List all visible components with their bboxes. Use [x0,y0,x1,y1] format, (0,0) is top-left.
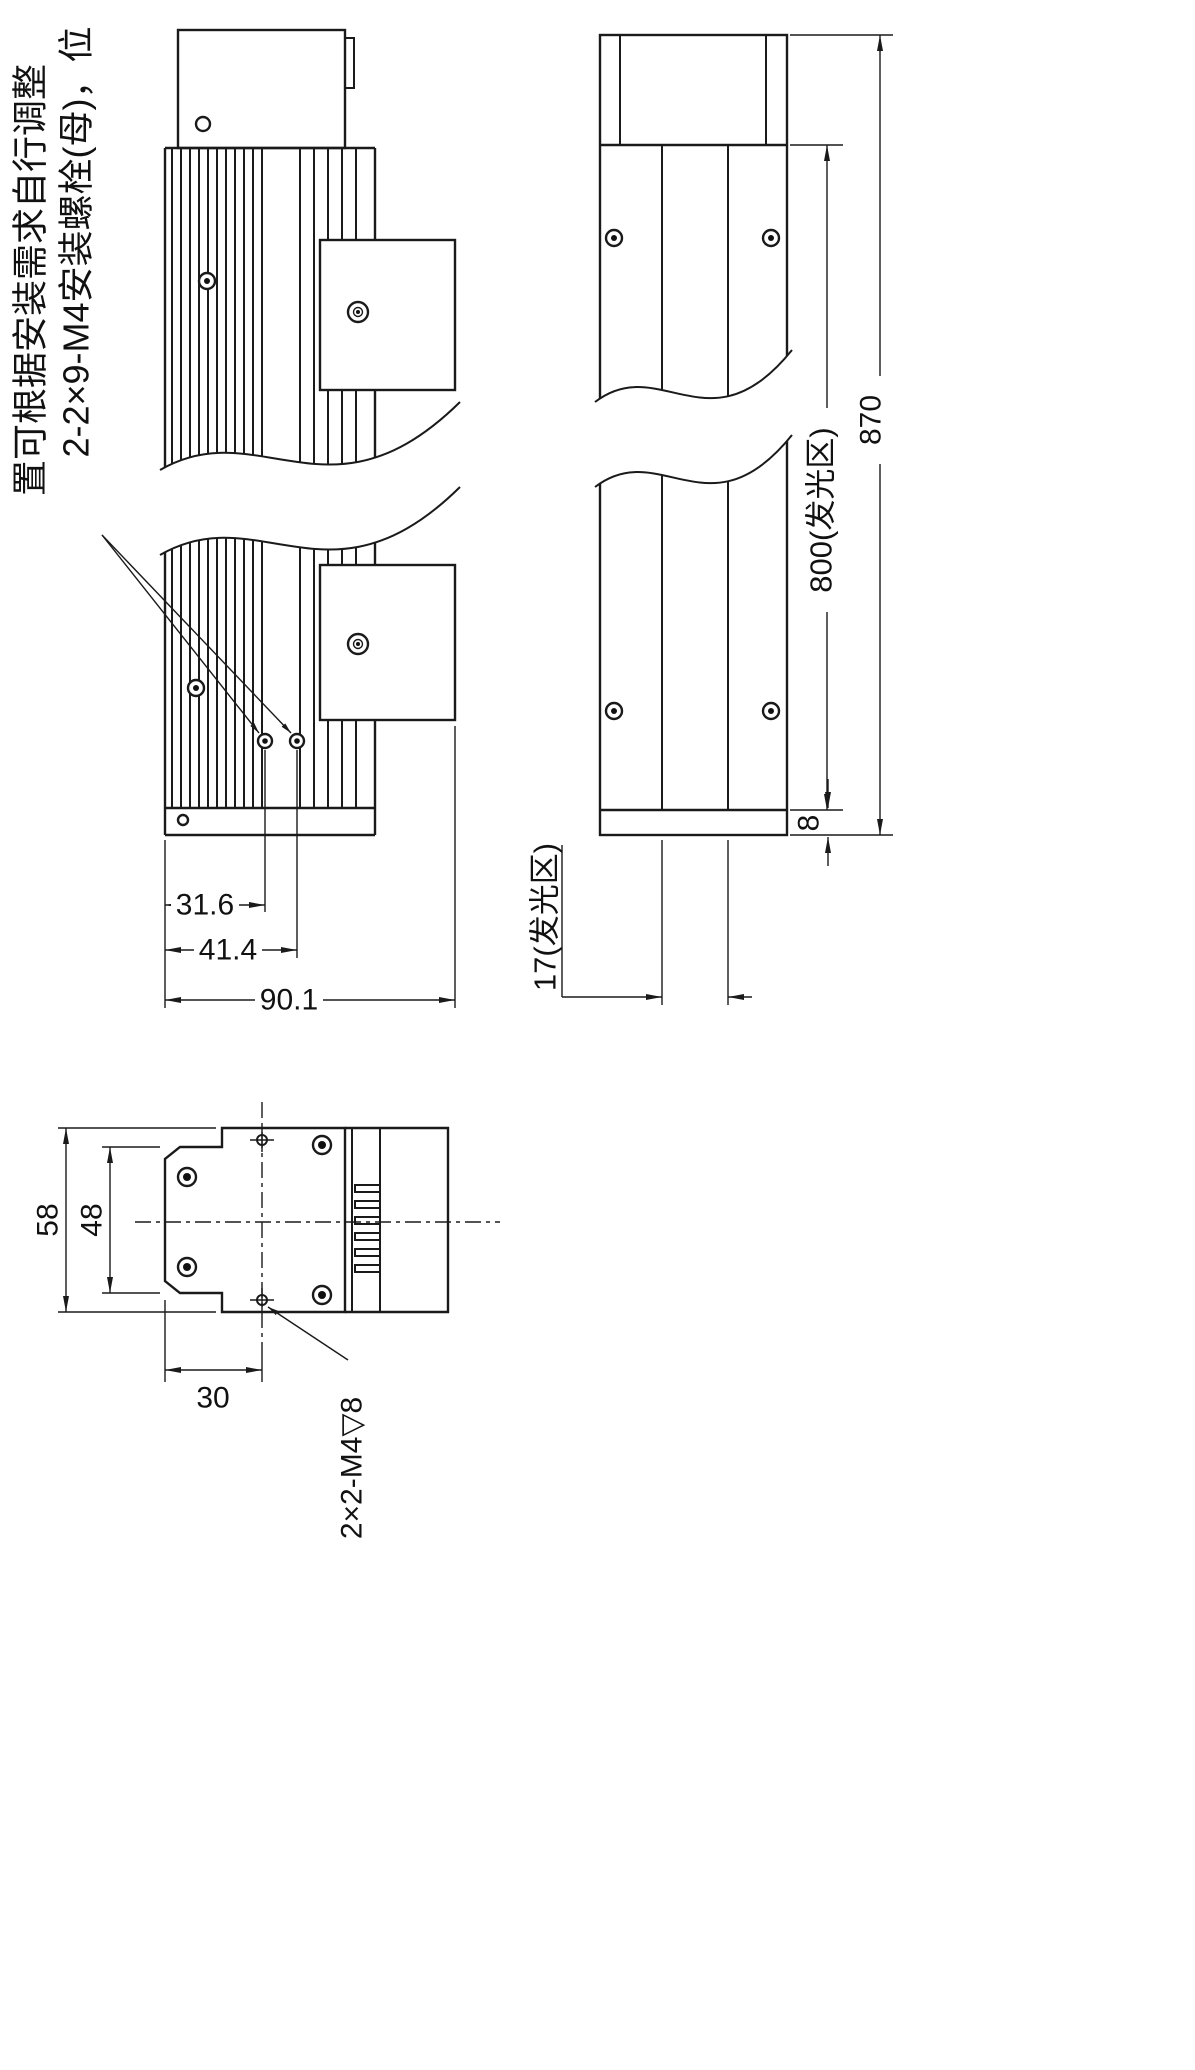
extension-lines [58,1127,216,1313]
side-view-dimensions: 31.6 41.4 90.1 [164,726,456,1017]
mounting-bolt-note-line1: 2-2×9-M4安装螺栓(母)，位 [56,26,97,457]
front-screw [761,228,781,248]
leader-line [101,534,260,734]
dim-text-800: 800(发光区) [804,427,839,592]
break-symbol-front [594,349,793,488]
extension-lines-emitting-width [661,840,729,1005]
cap-hole [194,115,212,133]
dim-text-90-1: 90.1 [260,984,318,1017]
leader-line [101,534,292,734]
leader-line-m4 [267,1306,349,1361]
end-screw [311,1284,333,1306]
front-screw [604,701,624,721]
dim-text-31-6: 31.6 [176,889,234,922]
m4-bolt [256,732,274,750]
side-view-connector-tab [344,37,355,89]
dim-text-48: 48 [76,1203,109,1236]
front-view-dimensions: 870 800(发光区) 8 17(发光区) [528,34,893,1005]
m4-bolt [288,732,306,750]
dim-text-870: 870 [855,395,888,445]
side-view [101,28,461,837]
end-view [135,1102,500,1361]
mounting-bolt-note-line2: 置可根据安装需求自行调整 [10,64,51,496]
front-view [594,33,793,837]
dim-text-58: 58 [32,1203,65,1236]
end-screw [176,1166,198,1188]
extension-lines [790,34,893,836]
dim-text-30: 30 [196,1382,229,1415]
end-view-dimensions: 58 48 30 2×2-M4▽8 [32,1127,369,1539]
dim-text-8: 8 [793,815,826,832]
break-symbol-side [159,401,461,556]
body-screw [186,678,206,698]
end-screw [176,1256,198,1278]
dim-text-17: 17(发光区) [528,843,563,991]
extension-lines [164,726,456,1008]
end-view-profile [163,1126,347,1314]
front-screw [761,701,781,721]
cap-hole [176,813,190,827]
end-screw [311,1134,333,1156]
mounting-bracket-lower [318,563,457,722]
connector [345,1126,450,1314]
connector-pins [354,1184,381,1273]
mounting-bracket-upper [318,238,457,392]
tapped-hole-note-text: 2×2-M4▽8 [336,1397,369,1539]
cap-side-walls [619,35,767,145]
front-screw [604,228,624,248]
cap-joint-lines [600,143,787,812]
dim-text-41-4: 41.4 [199,934,257,967]
body-screw [197,271,217,291]
